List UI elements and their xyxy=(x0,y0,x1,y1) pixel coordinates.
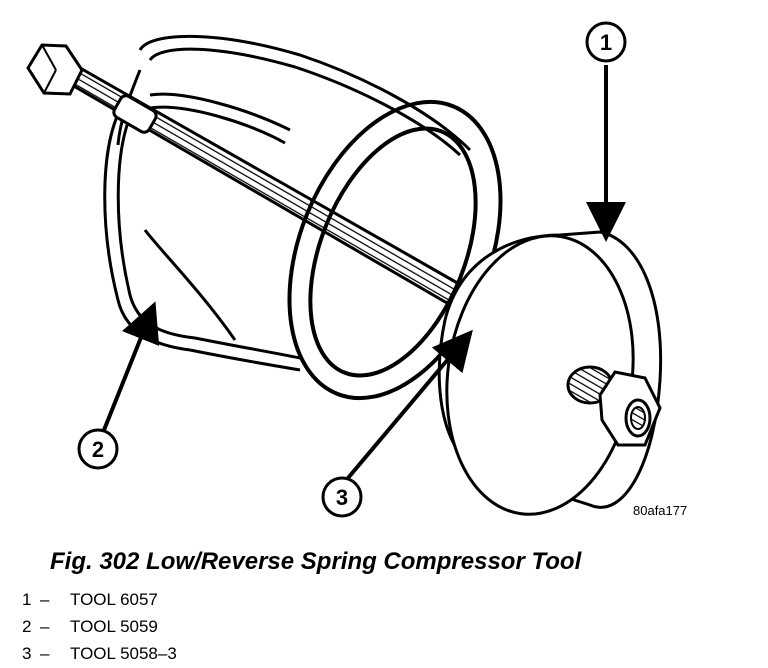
legend-item: 1– TOOL 6057 xyxy=(22,586,177,613)
callout-number-1: 1 xyxy=(600,30,612,55)
callout-2: 2 xyxy=(77,301,160,470)
figure-code: 80afa177 xyxy=(633,503,688,518)
spring-compressor-illustration: 1 2 3 xyxy=(26,21,663,518)
callout-1: 1 xyxy=(585,21,627,242)
legend-number: 3 xyxy=(22,644,32,663)
legend-label: TOOL 6057 xyxy=(70,590,158,609)
legend-list: 1–TOOL 6057 2–TOOL 5059 3–TOOL 5058–3 xyxy=(22,586,177,667)
threaded-rod xyxy=(26,43,508,330)
center-nut xyxy=(566,365,662,447)
rod-collar xyxy=(112,94,158,134)
legend-item: 2– TOOL 5059 xyxy=(22,613,177,640)
legend-number: 2 xyxy=(22,617,32,636)
legend-label: TOOL 5059 xyxy=(70,617,158,636)
legend-item: 3– TOOL 5058–3 xyxy=(22,640,177,667)
legend-separator: – xyxy=(40,617,50,636)
callout-3: 3 xyxy=(321,329,473,518)
legend-number: 1 xyxy=(22,590,32,609)
callout-number-3: 3 xyxy=(336,485,348,510)
legend-separator: – xyxy=(40,644,50,663)
disc-plate xyxy=(437,230,663,516)
callout-number-2: 2 xyxy=(92,437,104,462)
legend-label: TOOL 5058–3 xyxy=(70,644,177,663)
figure-title: Fig. 302 Low/Reverse Spring Compressor T… xyxy=(50,548,582,575)
legend-separator: – xyxy=(40,590,50,609)
